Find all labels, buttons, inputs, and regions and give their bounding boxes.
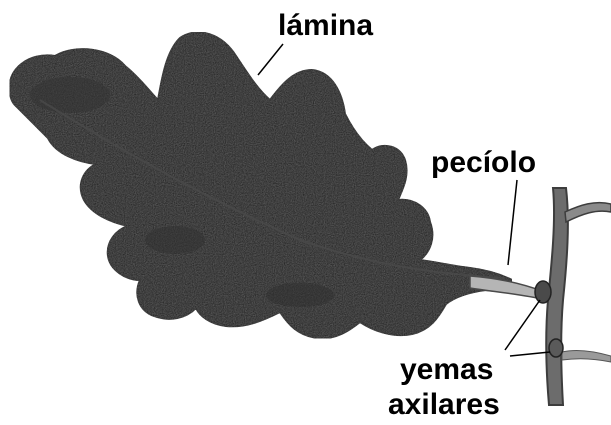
branch-twig bbox=[565, 203, 611, 222]
blade-highlight bbox=[145, 226, 205, 254]
label-lamina: lámina bbox=[278, 11, 373, 41]
label-axilares: axilares bbox=[388, 390, 500, 420]
label-peciolo: pecíolo bbox=[431, 148, 536, 178]
axillary-bud bbox=[535, 281, 551, 303]
leader-line-lamina bbox=[258, 44, 283, 75]
label-yemas: yemas bbox=[400, 355, 493, 385]
leader-line-peciolo bbox=[508, 180, 517, 265]
axillary-bud bbox=[549, 339, 563, 357]
blade-highlight bbox=[266, 283, 334, 307]
leaf-blade bbox=[10, 32, 512, 338]
blade-highlight bbox=[30, 77, 110, 113]
lower-twig bbox=[562, 350, 611, 362]
leader-line-yemas-1 bbox=[505, 300, 540, 350]
leader-line-yemas-2 bbox=[510, 352, 550, 356]
